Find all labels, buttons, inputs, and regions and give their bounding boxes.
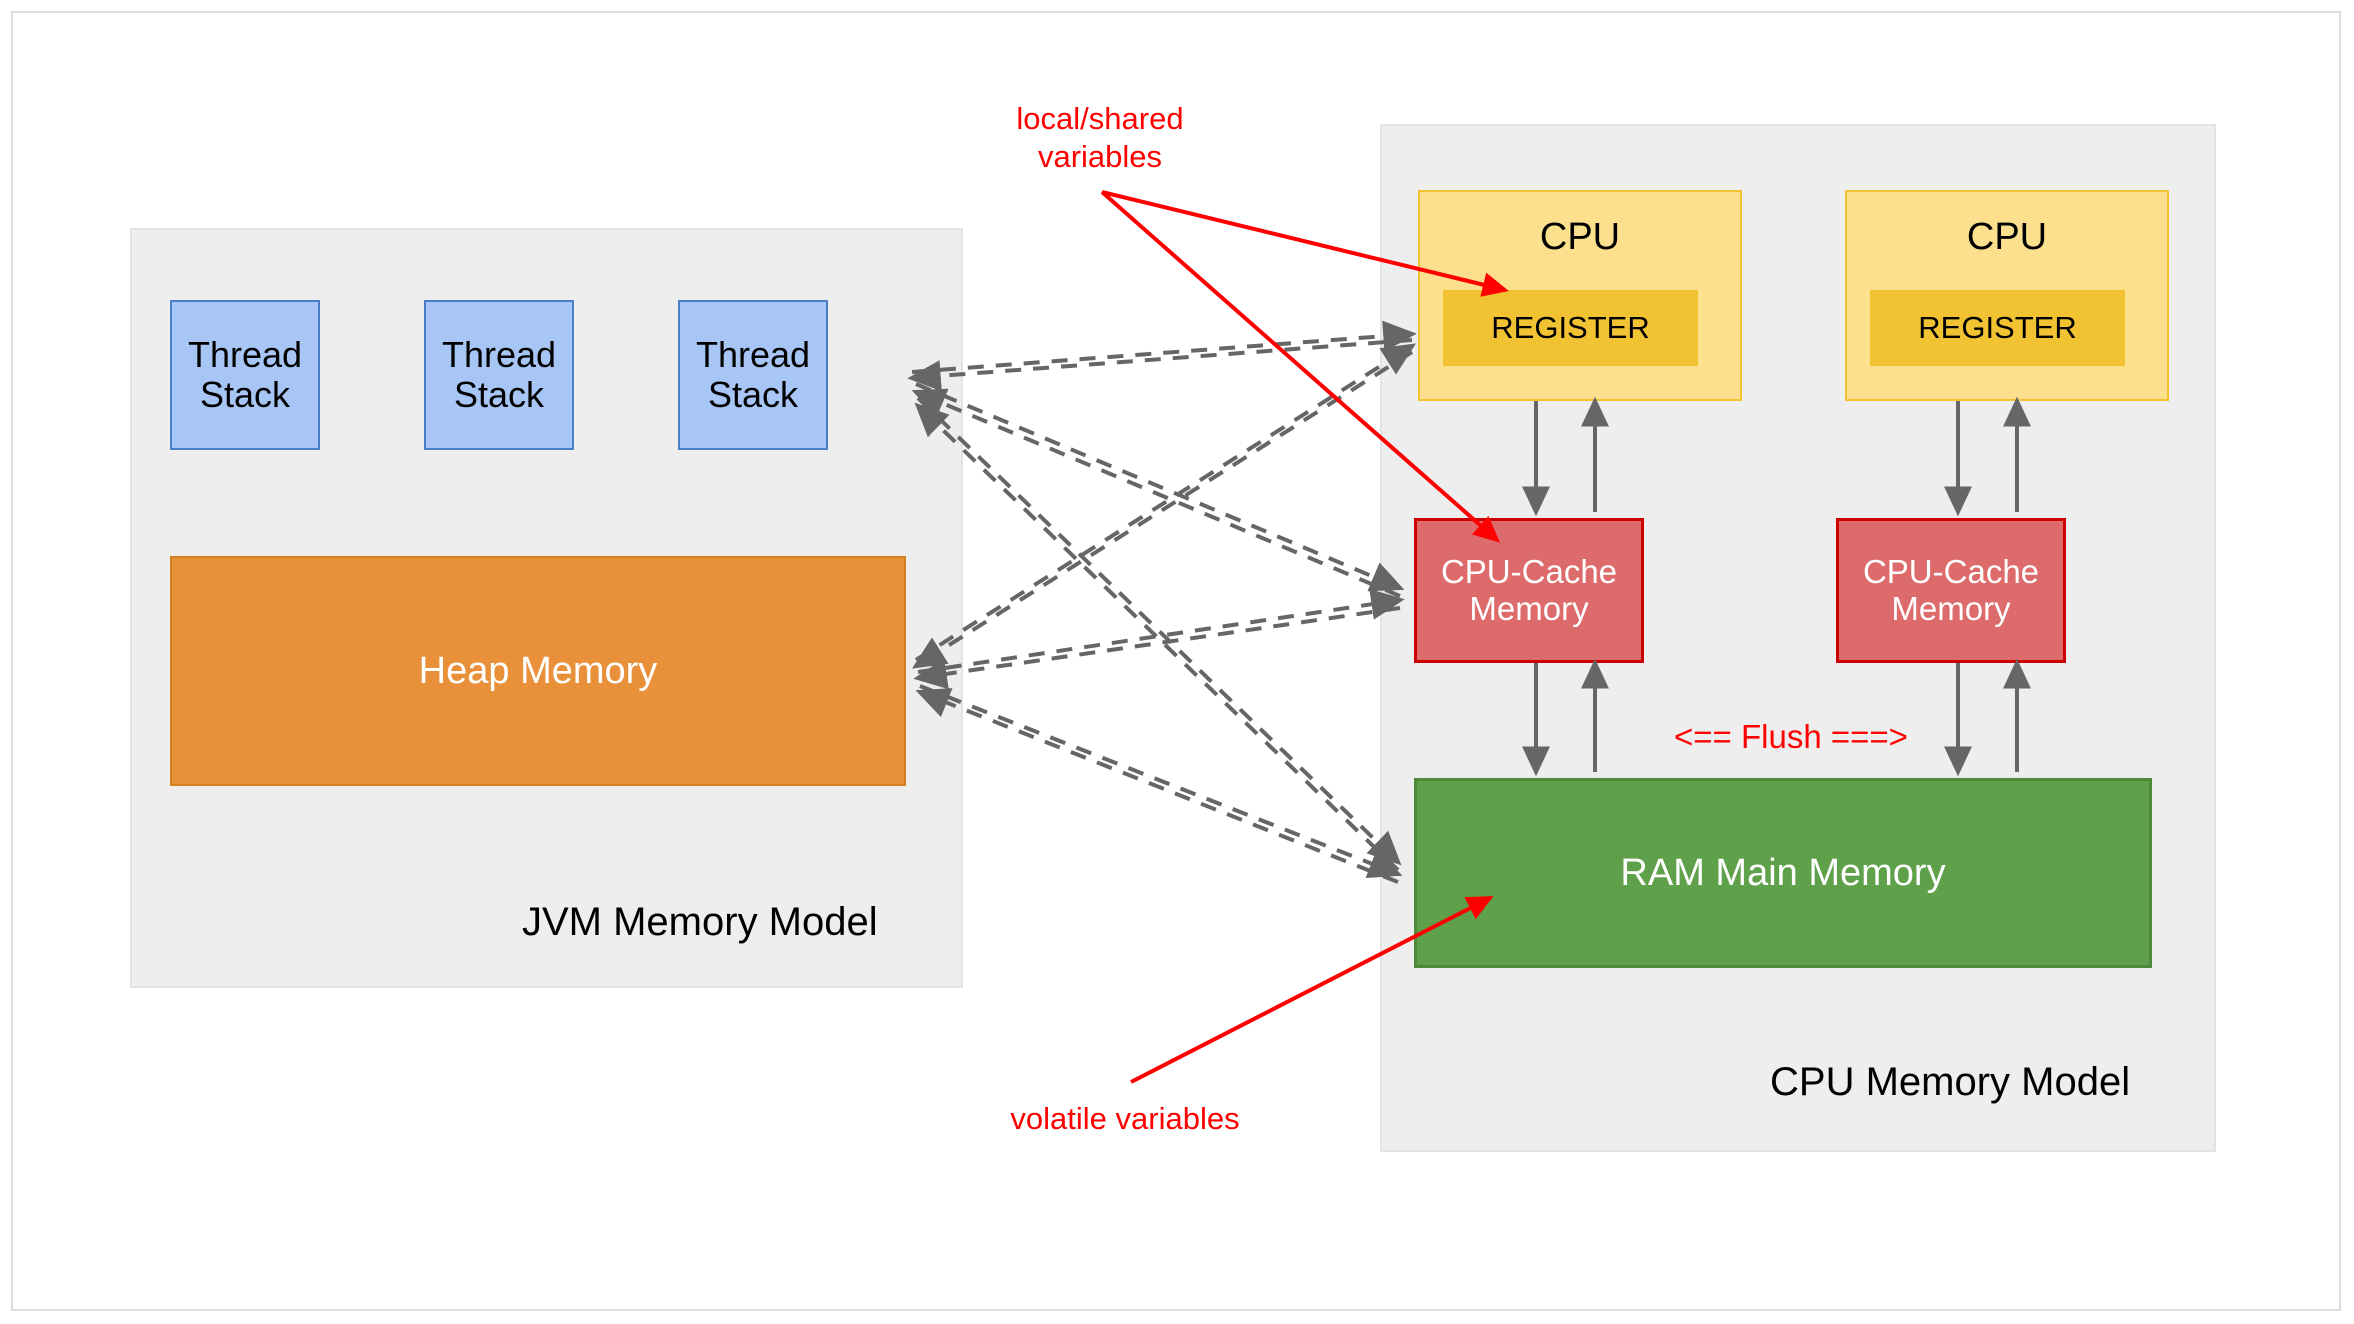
- flush-label: <== Flush ===>: [1674, 718, 1908, 755]
- ram-main-memory-box[interactable]: RAM Main Memory: [1414, 778, 2152, 968]
- thread-stack-box-3[interactable]: Thread Stack: [678, 300, 828, 450]
- heap-memory-box[interactable]: Heap Memory: [170, 556, 906, 786]
- register-box-2[interactable]: REGISTER: [1870, 290, 2125, 366]
- register-box-1[interactable]: REGISTER: [1443, 290, 1698, 366]
- local-shared-variables-annotation: local/shared variables: [1016, 101, 1184, 174]
- thread-stack-box-1[interactable]: Thread Stack: [170, 300, 320, 450]
- jvm-memory-model-label: JVM Memory Model: [522, 900, 878, 944]
- cpu-memory-model-label: CPU Memory Model: [1770, 1060, 2131, 1104]
- cpu-cache-memory-box-1[interactable]: CPU-Cache Memory: [1414, 518, 1644, 663]
- cpu-cache-memory-box-2[interactable]: CPU-Cache Memory: [1836, 518, 2066, 663]
- volatile-variables-annotation: volatile variables: [1010, 1101, 1240, 1136]
- thread-stack-box-2[interactable]: Thread Stack: [424, 300, 574, 450]
